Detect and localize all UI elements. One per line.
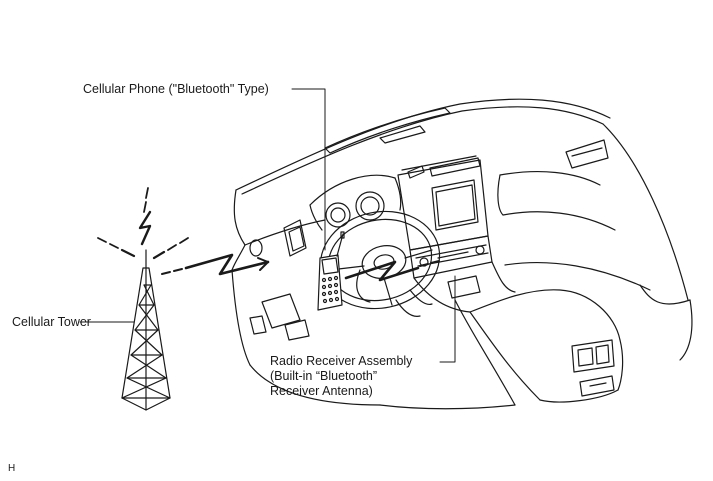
- phone-leader-line: [291, 88, 326, 251]
- signal-tower-top: [97, 187, 189, 260]
- cellular-tower-label: Cellular Tower: [12, 315, 91, 329]
- phone-handset: [317, 231, 345, 311]
- leader-lines: [79, 88, 456, 363]
- dashboard-drawing: [231, 98, 693, 410]
- cellular-phone-label: Cellular Phone ("Bluetooth" Type): [83, 82, 269, 96]
- cellular-tower: [121, 249, 171, 411]
- radio-receiver-label-line-2: (Built-in “Bluetooth”: [270, 369, 377, 383]
- signal-phone-to-radio: [344, 260, 440, 282]
- figure-code: H: [8, 463, 16, 474]
- radio-receiver-label-line-1: Radio Receiver Assembly: [270, 354, 413, 368]
- radio-receiver-label: Radio Receiver Assembly (Built-in “Bluet…: [270, 354, 412, 399]
- radio-leader-line: [439, 275, 456, 363]
- radio-receiver-label-line-3: Receiver Antenna): [270, 384, 373, 398]
- signal-tower-to-phone: [161, 253, 270, 276]
